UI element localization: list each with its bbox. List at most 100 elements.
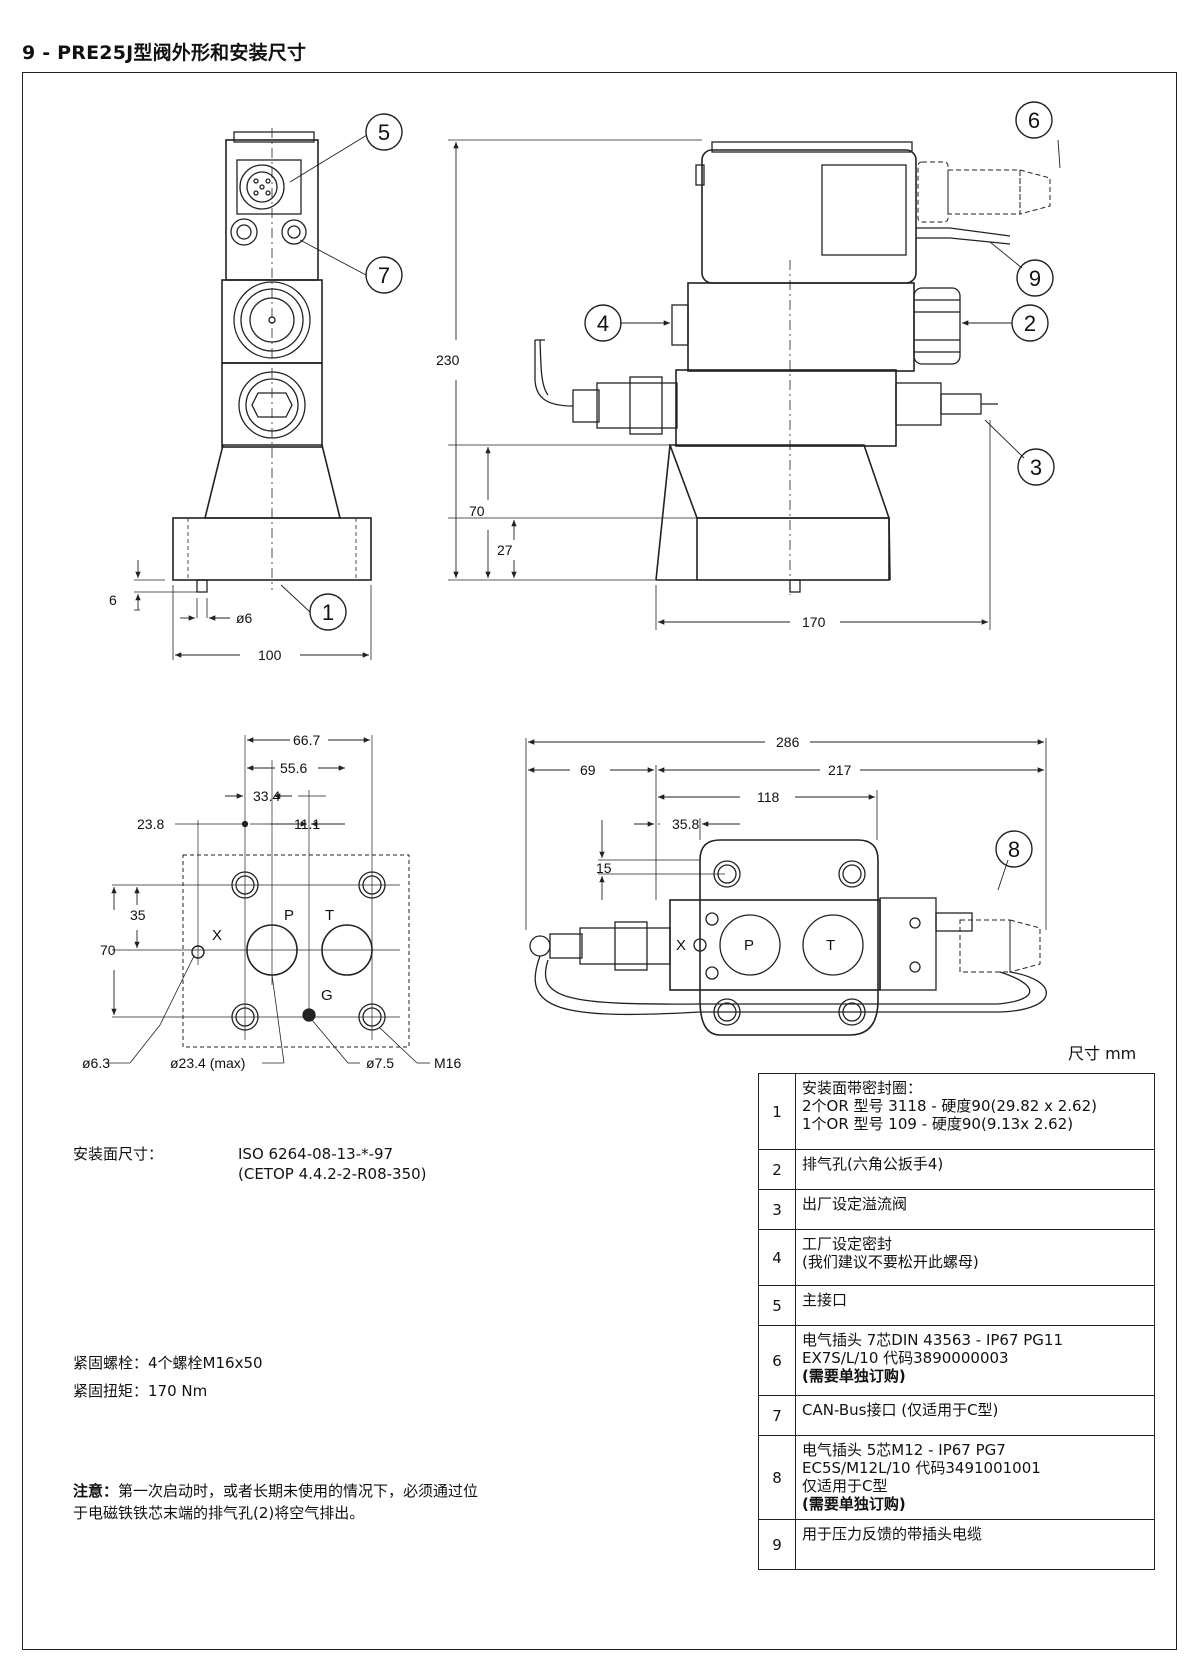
- callout-6-bubble: [1015, 101, 1053, 139]
- dim-11-1: 11.1: [294, 816, 320, 832]
- port-x-label: X: [212, 927, 222, 944]
- dim-phi6: ø6: [236, 610, 253, 626]
- top-port-p-label: P: [744, 937, 754, 954]
- dim-100: 100: [258, 647, 282, 663]
- surface-std-1: ISO 6264-08-13-*-97: [238, 1145, 394, 1163]
- legend-item-number: 4: [758, 1229, 796, 1286]
- legend-row: 5 主接口: [758, 1285, 1155, 1326]
- dim-70-mount: 70: [100, 942, 116, 958]
- hole-phi23-4: ø23.4 (max): [170, 1055, 245, 1071]
- legend-item-line: 工厂设定密封: [802, 1235, 893, 1253]
- legend-item-number: 3: [758, 1189, 796, 1230]
- surface-label: 安装面尺寸：: [73, 1145, 164, 1163]
- legend-item-line: 用于压力反馈的带插头电缆: [802, 1525, 983, 1543]
- legend-row: 7 CAN-Bus接口 (仅适用于C型): [758, 1395, 1155, 1436]
- hole-phi7-5: ø7.5: [366, 1055, 394, 1071]
- callout-2-bubble: [1011, 304, 1049, 342]
- top-view: [525, 738, 1047, 1036]
- legend-item-line: EC5S/M12L/10 代码3491001001: [802, 1459, 1041, 1477]
- legend-item-line: EX7S/L/10 代码3890000003: [802, 1349, 1009, 1367]
- legend-item-description: 安装面带密封圈：2个OR 型号 3118 - 硬度90(29.82 x 2.62…: [795, 1073, 1155, 1150]
- dim-27: 27: [497, 542, 513, 558]
- legend-item-number: 7: [758, 1395, 796, 1436]
- callout-6: 6: [1028, 108, 1040, 133]
- legend-item-line: (我们建议不要松开此螺母): [802, 1253, 979, 1271]
- caution-line-1: 第一次启动时，或者长期未使用的情况下，必须通过位: [118, 1482, 479, 1500]
- legend-item-line: CAN-Bus接口 (仅适用于C型): [802, 1401, 999, 1419]
- legend-item-number: 8: [758, 1435, 796, 1520]
- dim-35-8: 35.8: [672, 816, 699, 832]
- legend-item-line: (需要单独订购): [802, 1367, 906, 1385]
- caution-head: 注意：: [73, 1482, 119, 1500]
- dim-230: 230: [436, 352, 460, 368]
- callout-1-bubble: [309, 593, 347, 631]
- port-p-label: P: [284, 907, 294, 924]
- dim-70: 70: [469, 503, 485, 519]
- callout-4-bubble: [584, 304, 622, 342]
- legend-item-line: 1个OR 型号 109 - 硬度90(9.13x 2.62): [802, 1115, 1074, 1133]
- legend-item-number: 2: [758, 1149, 796, 1190]
- legend-item-description: 用于压力反馈的带插头电缆: [795, 1519, 1155, 1570]
- bolts-note: 紧固螺栓：4个螺栓M16x50: [73, 1354, 263, 1372]
- mounting-surface-view: [108, 735, 430, 1064]
- legend-item-line: 2个OR 型号 3118 - 硬度90(29.82 x 2.62): [802, 1097, 1097, 1115]
- legend-item-line: (需要单独订购): [802, 1495, 906, 1513]
- callout-8-bubble: [995, 830, 1033, 868]
- dim-170: 170: [802, 614, 826, 630]
- legend-item-number: 5: [758, 1285, 796, 1326]
- callout-5: 5: [378, 120, 390, 145]
- legend-item-line: 电气插头 7芯DIN 43563 - IP67 PG11: [802, 1331, 1064, 1349]
- callout-2: 2: [1024, 311, 1036, 336]
- dim-217: 217: [828, 762, 852, 778]
- top-port-x-label: X: [676, 937, 686, 954]
- legend-item-line: 主接口: [802, 1291, 848, 1309]
- callout-5-bubble: [365, 113, 403, 151]
- dim-69: 69: [580, 762, 596, 778]
- legend-item-line: 排气孔(六角公扳手4): [802, 1155, 944, 1173]
- dim-66-7: 66.7: [293, 732, 320, 748]
- callout-7: 7: [378, 263, 390, 288]
- caution-note: 注意：第一次启动时，或者长期未使用的情况下，必须通过位 于电磁铁铁芯末端的排气孔…: [73, 1480, 478, 1524]
- dim-118: 118: [757, 789, 780, 805]
- dim-15: 15: [596, 860, 612, 876]
- legend-row: 9 用于压力反馈的带插头电缆: [758, 1519, 1155, 1570]
- top-port-t-label: T: [826, 937, 835, 954]
- callout-8: 8: [1008, 837, 1020, 862]
- legend-item-description: 排气孔(六角公扳手4): [795, 1149, 1155, 1190]
- legend-item-description: 主接口: [795, 1285, 1155, 1326]
- legend-item-line: 电气插头 5芯M12 - IP67 PG7: [802, 1441, 1006, 1459]
- legend-row: 2 排气孔(六角公扳手4): [758, 1149, 1155, 1190]
- legend-item-description: CAN-Bus接口 (仅适用于C型): [795, 1395, 1155, 1436]
- dim-23-8: 23.8: [137, 816, 164, 832]
- unit-label: 尺寸 mm: [1068, 1044, 1137, 1063]
- hole-phi6-3: ø6.3: [82, 1055, 110, 1071]
- port-g-label: G: [321, 987, 333, 1004]
- port-t-label: T: [325, 907, 334, 924]
- callout-7-bubble: [365, 256, 403, 294]
- dim-55-6: 55.6: [280, 760, 307, 776]
- callout-1: 1: [322, 600, 334, 625]
- callout-3-bubble: [1017, 448, 1055, 486]
- legend-item-description: 工厂设定密封(我们建议不要松开此螺母): [795, 1229, 1155, 1286]
- caution-line-2: 于电磁铁铁芯末端的排气孔(2)将空气排出。: [73, 1504, 365, 1522]
- callout-4: 4: [597, 311, 609, 336]
- dim-286: 286: [776, 734, 800, 750]
- legend-item-number: 6: [758, 1325, 796, 1396]
- drawing-frame: [22, 72, 1177, 1650]
- legend-item-line: 安装面带密封圈：: [802, 1079, 923, 1097]
- legend-item-number: 9: [758, 1519, 796, 1570]
- dim-6: 6: [109, 592, 117, 608]
- dim-33-4: 33.4: [253, 788, 280, 804]
- callout-9-bubble: [1016, 259, 1054, 297]
- torque-note: 紧固扭矩：170 Nm: [73, 1382, 208, 1400]
- surface-std-2: (CETOP 4.4.2-2-R08-350): [238, 1165, 427, 1183]
